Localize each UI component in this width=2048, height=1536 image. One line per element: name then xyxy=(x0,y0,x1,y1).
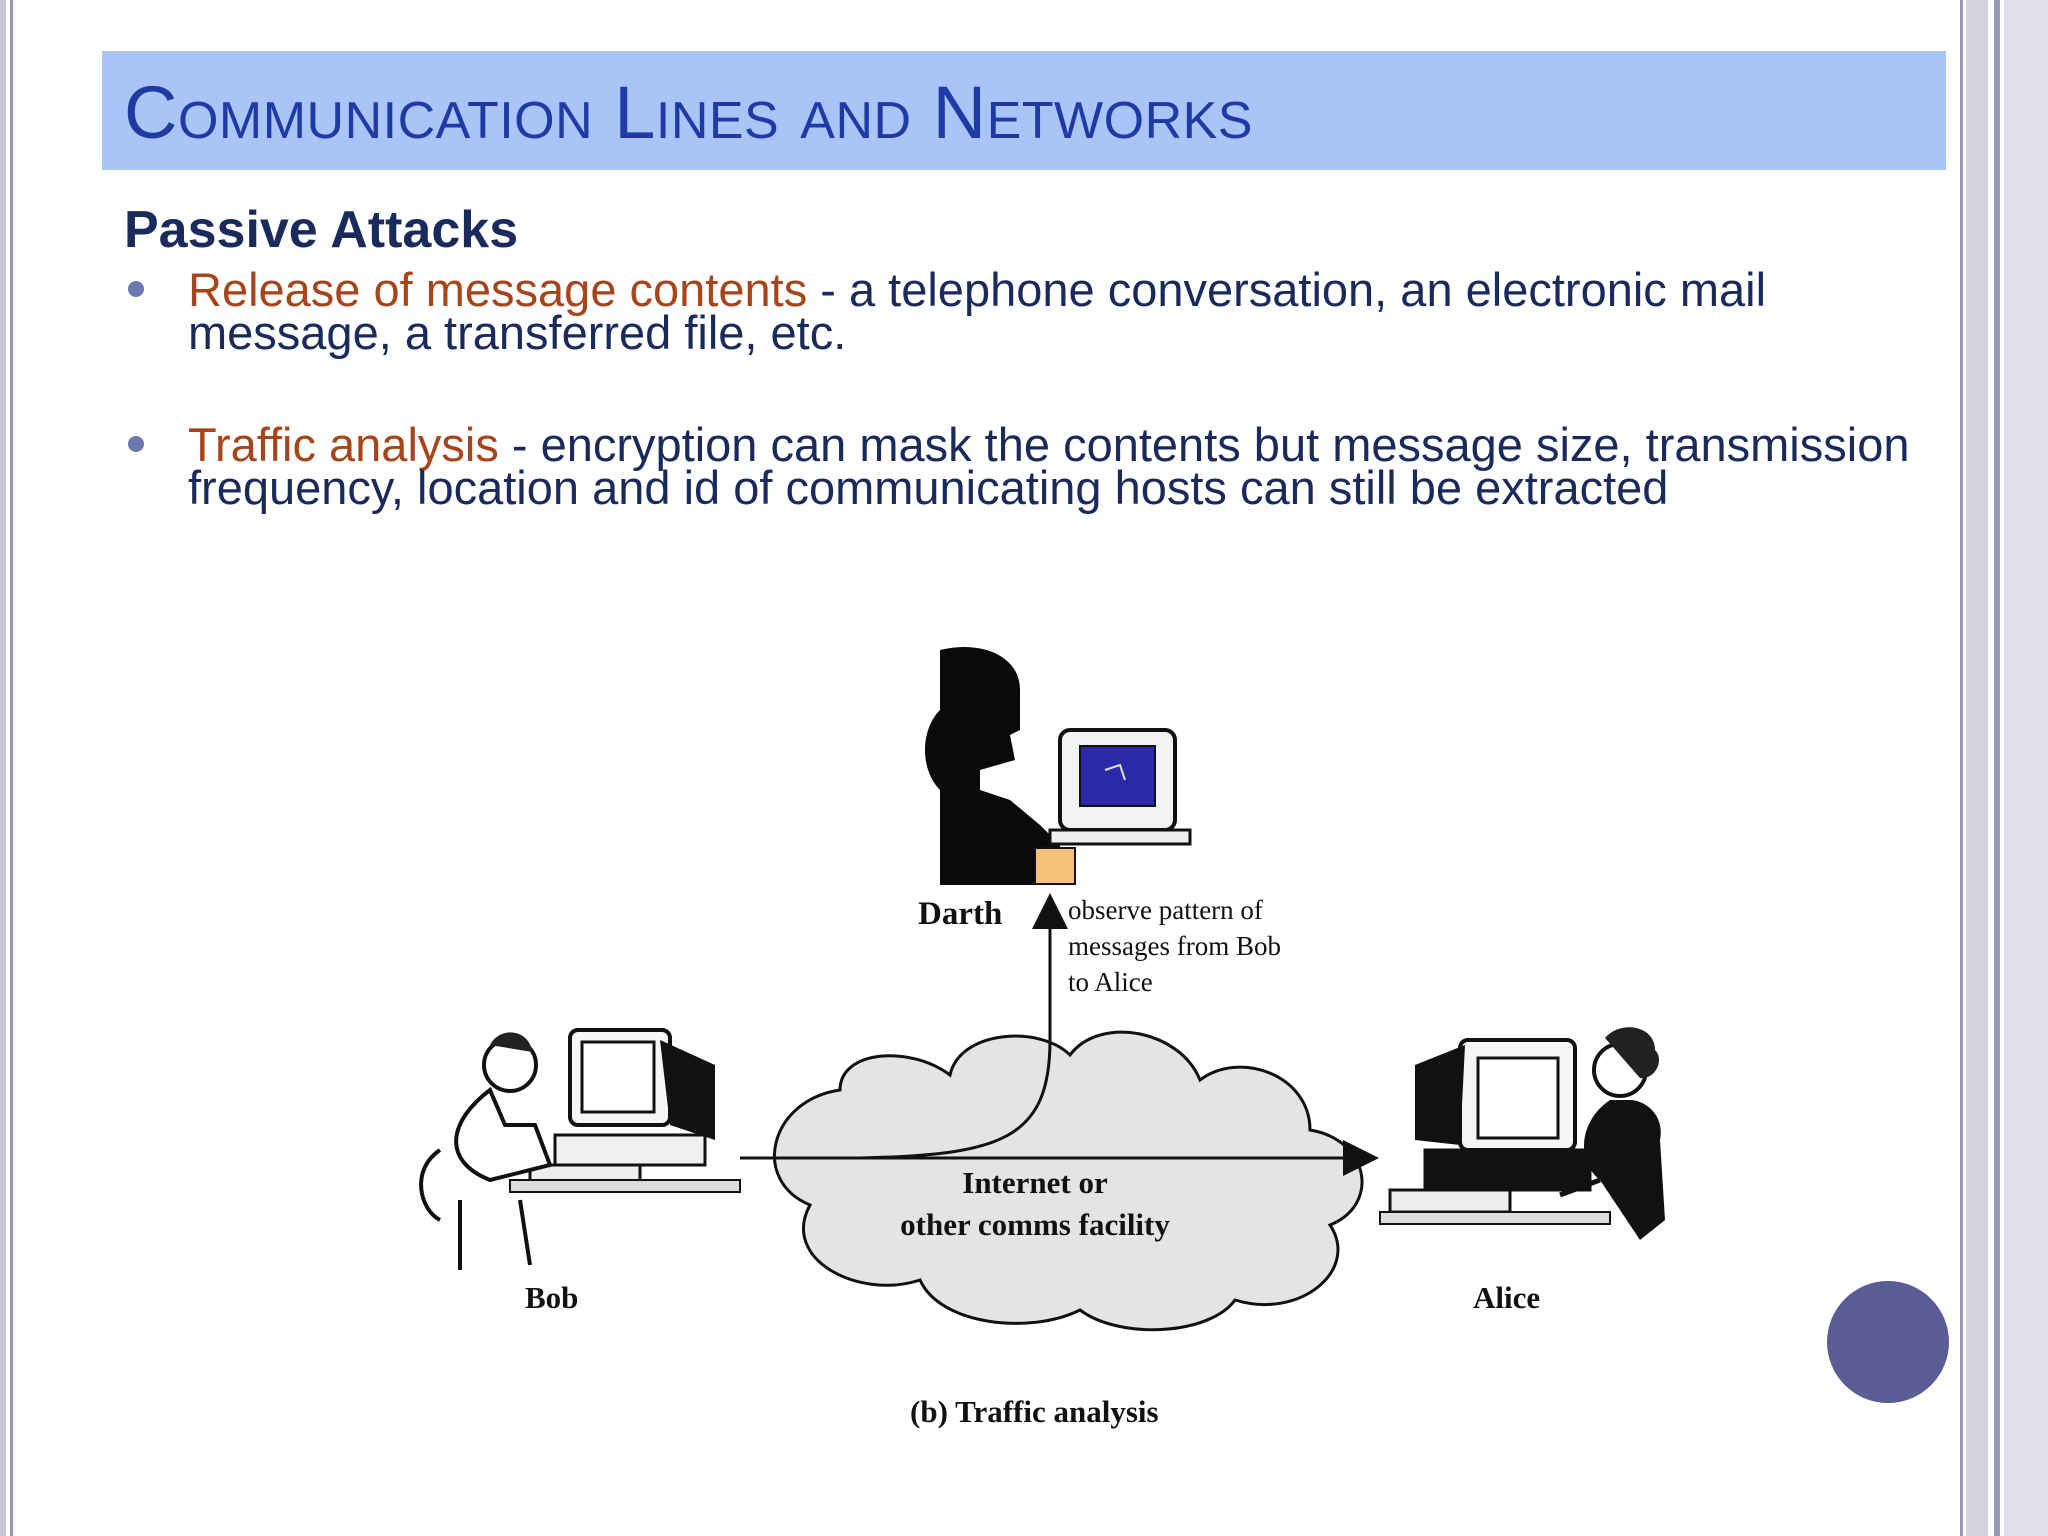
observe-note-line: messages from Bob xyxy=(1068,931,1281,961)
bullet-key: Traffic analysis xyxy=(188,418,499,471)
figure-drawing xyxy=(419,646,1665,1332)
cloud-label-line: Internet or xyxy=(962,1165,1108,1200)
bullet-text: - a telephone conversation, an electroni… xyxy=(188,263,1767,359)
bullet-key: Release of message contents xyxy=(188,263,808,316)
bullet-item: Traffic analysis - encryption can mask t… xyxy=(124,421,1924,558)
observe-note-line: to Alice xyxy=(1068,967,1153,997)
bullet-dot xyxy=(128,281,144,297)
cloud-label: Internet or other comms facility xyxy=(865,1162,1205,1246)
traffic-analysis-figure: Darth observe pattern of messages from B… xyxy=(320,620,1740,1450)
left-border-bar xyxy=(0,0,6,1536)
slide-title: Communication Lines and Networks xyxy=(124,71,1253,154)
right-border-bar-dark xyxy=(1994,0,2000,1536)
alice-figure xyxy=(1379,1027,1665,1240)
bullet-item: Release of message contents - a telephon… xyxy=(124,266,1924,358)
title-band xyxy=(102,51,1946,170)
darth-label: Darth xyxy=(918,896,1003,932)
left-border-line xyxy=(10,0,13,1536)
observe-note: observe pattern of messages from Bob to … xyxy=(1068,892,1281,1000)
bullet-body: Release of message contents - a telephon… xyxy=(188,266,1928,356)
bullet-text: - encryption can mask the contents but m… xyxy=(188,418,1910,514)
figure-caption: (b) Traffic analysis xyxy=(910,1394,1159,1429)
right-border-line xyxy=(1960,0,1963,1536)
subheading: Passive Attacks xyxy=(124,201,519,259)
right-border-bar xyxy=(1966,0,1988,1536)
bullet-dot xyxy=(128,436,144,452)
observe-note-line: observe pattern of xyxy=(1068,895,1263,925)
alice-label: Alice xyxy=(1473,1280,1541,1315)
cloud-label-line: other comms facility xyxy=(900,1207,1170,1242)
observe-arrow xyxy=(859,893,1068,1160)
right-border-bar-edge xyxy=(2004,0,2048,1536)
darth-figure xyxy=(925,646,1192,885)
bob-figure xyxy=(419,1028,741,1270)
bullet-body: Traffic analysis - encryption can mask t… xyxy=(188,421,1928,511)
decorative-circle xyxy=(1827,1281,1949,1403)
bob-label: Bob xyxy=(525,1280,579,1315)
